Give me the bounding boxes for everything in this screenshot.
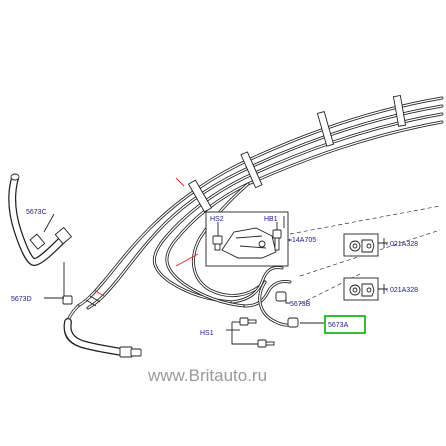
callout-hb1[interactable]: HB1 — [264, 216, 278, 223]
callout-5673a[interactable]: 5673A — [328, 322, 349, 329]
leader-5673c — [43, 213, 55, 233]
hs1-fasteners — [226, 317, 275, 348]
red-leader-3 — [93, 289, 105, 297]
watermark: www.Britauto.ru — [147, 366, 267, 385]
detail-inset — [205, 211, 289, 267]
screw-icon — [257, 339, 275, 348]
callout-021a328-top[interactable]: 021A328 — [390, 241, 418, 248]
clip-box-lower — [343, 277, 379, 301]
hose-5673d — [62, 262, 142, 358]
pipe-bundle — [76, 95, 444, 328]
callout-5673d[interactable]: 5673D — [11, 296, 32, 303]
highlight-box-5673a — [324, 315, 366, 334]
callout-021a328-bottom[interactable]: 021A328 — [390, 287, 418, 294]
clip-icon — [349, 283, 375, 297]
leader-dash-1 — [289, 205, 441, 235]
nut-icon — [272, 229, 282, 251]
hose-5673c — [8, 173, 73, 266]
callout-hs2[interactable]: HS2 — [210, 216, 224, 223]
arrow-icon: ‹ — [386, 287, 389, 294]
arrow-icon: ‹ — [288, 237, 291, 244]
clip-icon — [349, 239, 375, 253]
leader-021a328-top — [378, 238, 388, 248]
callout-5673c[interactable]: 5673C — [26, 209, 47, 216]
red-leader-1 — [175, 177, 185, 187]
bolt-icon — [212, 235, 223, 251]
clip-box-upper — [343, 233, 379, 257]
leader-021a328-bottom — [378, 284, 388, 294]
red-leader-2 — [175, 253, 199, 267]
arrow-icon: ‹ — [386, 241, 389, 248]
callout-5673b[interactable]: 5673B — [290, 301, 311, 308]
leader-5673b — [285, 296, 290, 304]
callout-14a705[interactable]: 14A705 — [292, 237, 316, 244]
callout-hs1[interactable]: HS1 — [200, 330, 214, 337]
screw-icon — [239, 317, 257, 326]
